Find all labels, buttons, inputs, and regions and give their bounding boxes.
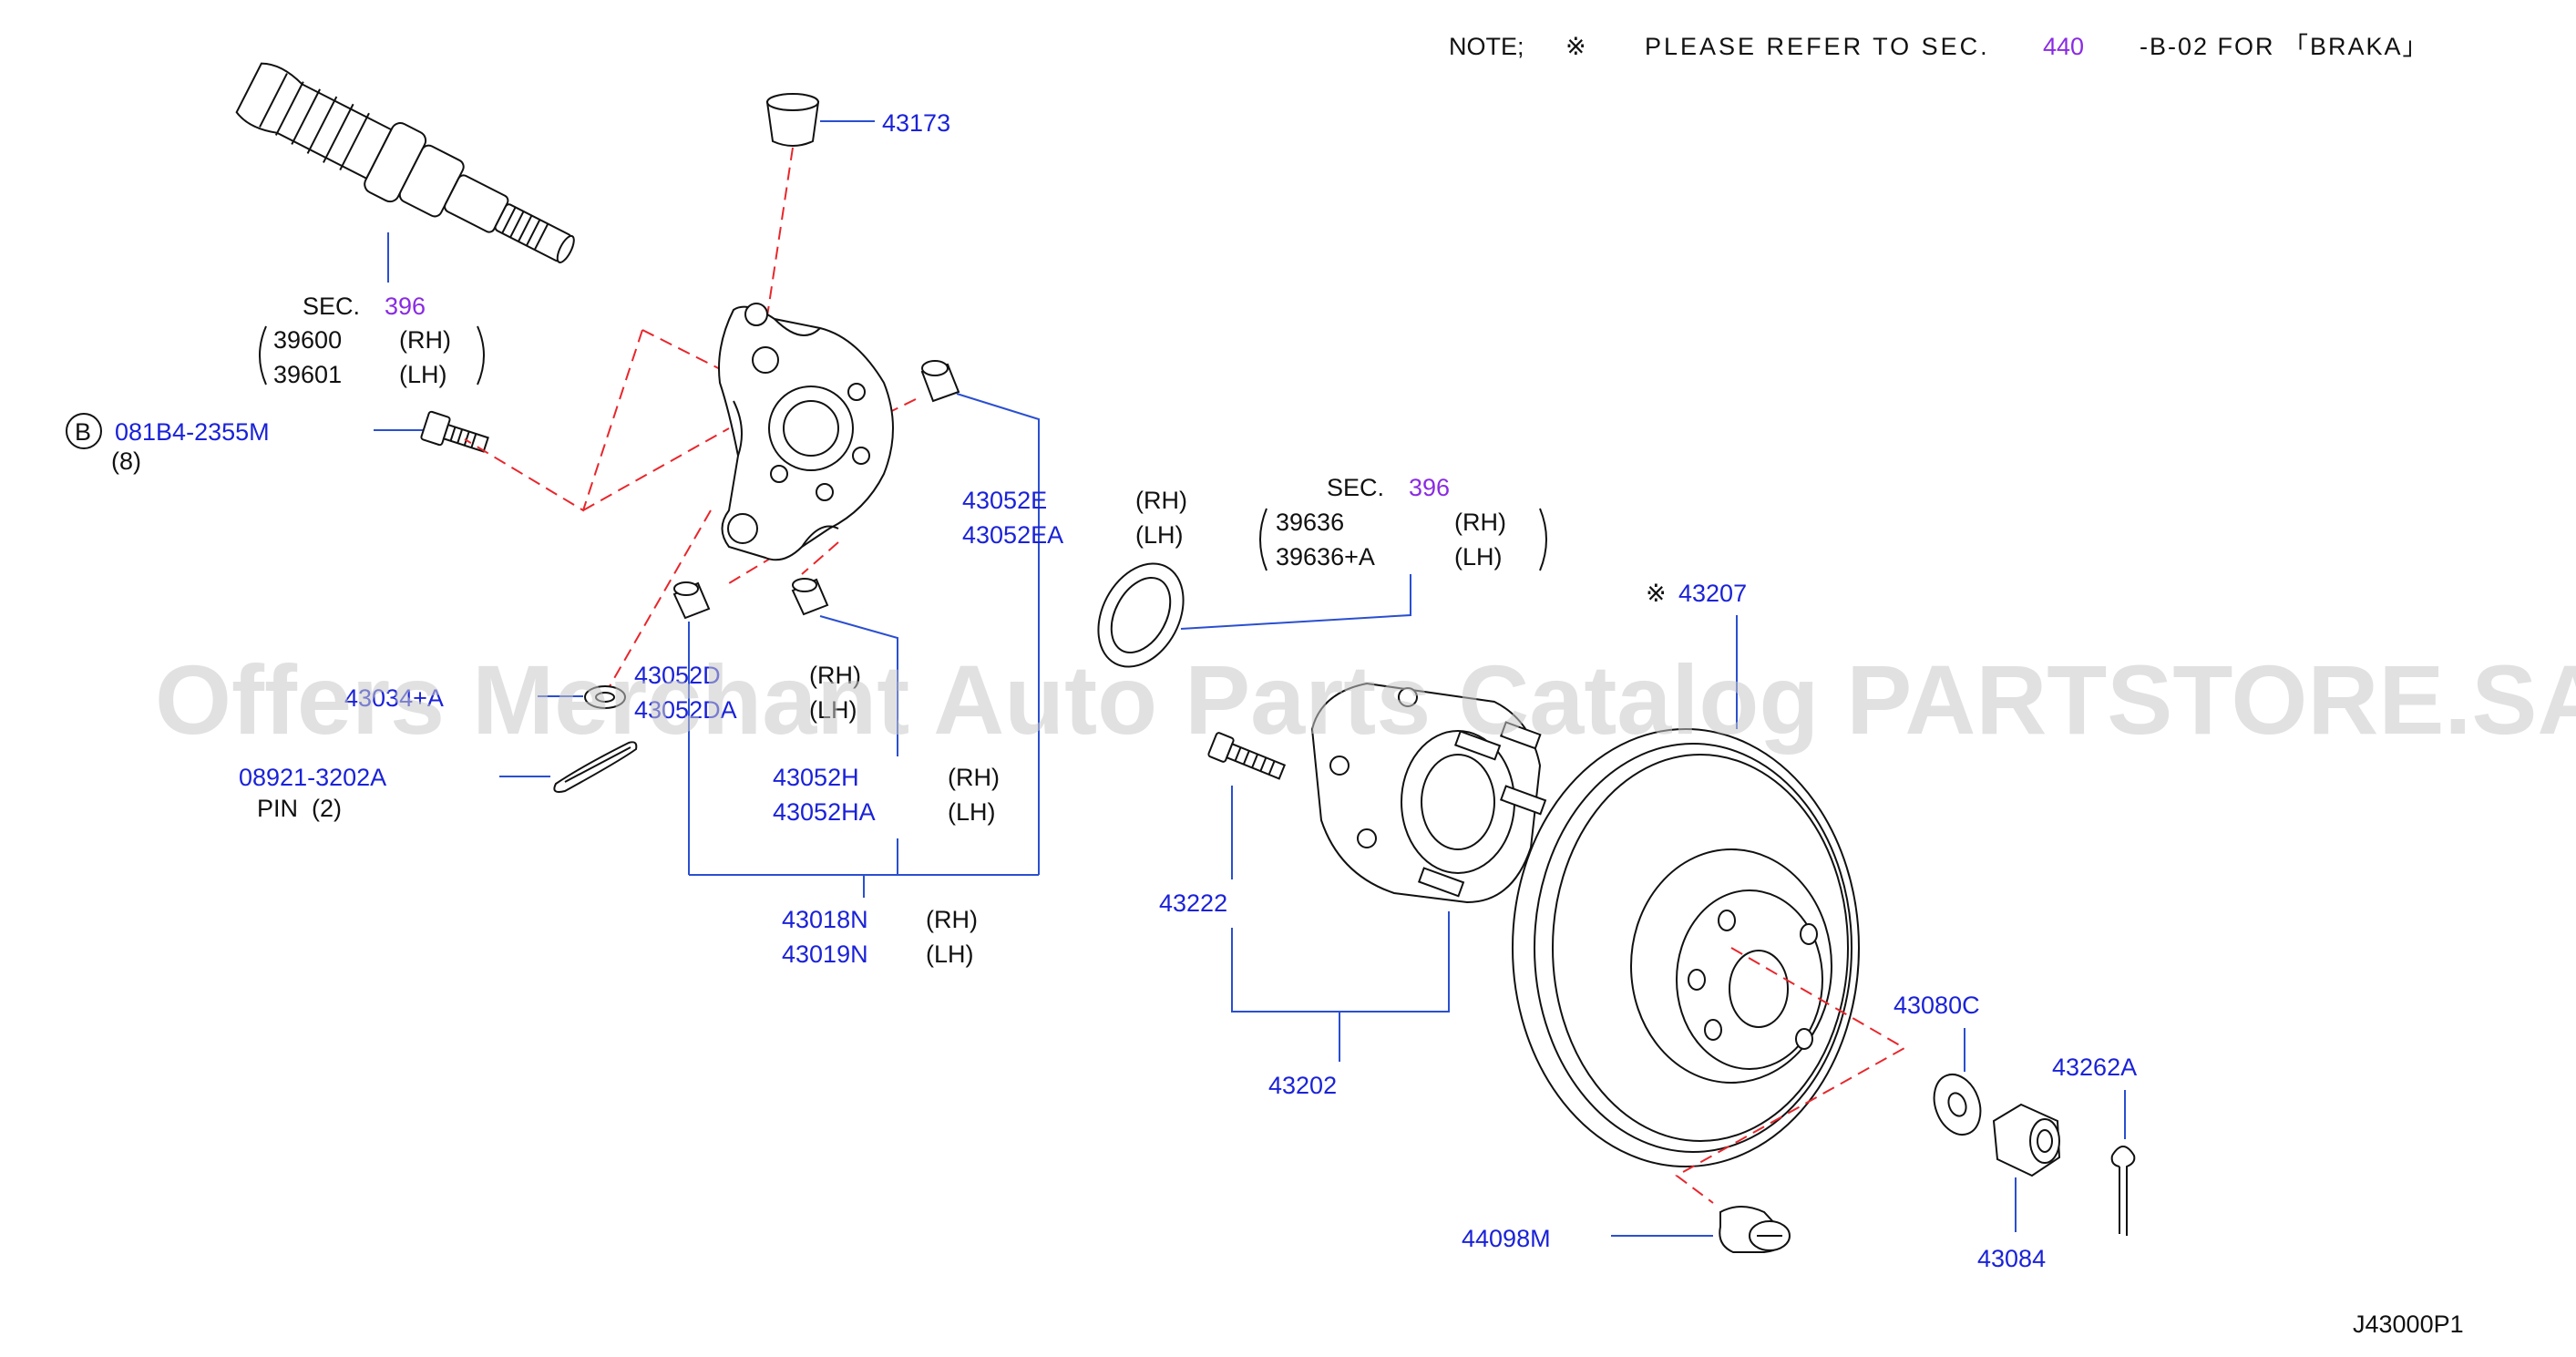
part-43207[interactable]: 43207: [1678, 580, 1747, 607]
axis-43052e: [856, 398, 917, 429]
note-sec-link[interactable]: 440: [2043, 33, 2084, 60]
bushing-43173-drawing[interactable]: [765, 93, 820, 147]
part-39636-side: (RH): [1454, 509, 1506, 536]
part-43084[interactable]: 43084: [1977, 1245, 2046, 1272]
part-43262a[interactable]: 43262A: [2052, 1054, 2137, 1081]
part-43173[interactable]: 43173: [882, 109, 950, 137]
part-43052da-side: (LH): [809, 696, 857, 724]
seal-leader: [1180, 574, 1411, 630]
part-43052ha-side: (LH): [948, 798, 996, 826]
bushing-43052h-leader: [819, 615, 898, 756]
bushing-43052e-leader: [956, 393, 1040, 875]
seal-sec-link[interactable]: 396: [1409, 474, 1450, 501]
plug-44098m-drawing[interactable]: [1719, 1206, 1791, 1253]
axis-43034: [605, 509, 712, 694]
bolt-type-circle: [66, 413, 102, 449]
part-43018n-side: (RH): [926, 906, 978, 933]
brake-rotor-43207-drawing[interactable]: [1512, 728, 1860, 1167]
drive-shaft-drawing[interactable]: [231, 54, 588, 286]
part-43052h[interactable]: 43052H: [773, 764, 859, 791]
pin-qty: (2): [312, 795, 342, 822]
bolt-081b4-drawing[interactable]: [420, 410, 490, 458]
part-43052ea[interactable]: 43052EA: [962, 521, 1063, 549]
part-43052ea-side: (LH): [1135, 521, 1184, 549]
bracket-right-close: [1539, 508, 1547, 571]
diagram-code: J43000P1: [2353, 1311, 2464, 1338]
part-39601[interactable]: 39601: [273, 361, 342, 388]
note-text-a: PLEASE REFER TO SEC.: [1645, 33, 1990, 60]
part-43052d-side: (RH): [809, 662, 861, 689]
part-43019n[interactable]: 43019N: [782, 941, 868, 968]
shaft-sec-link[interactable]: 396: [385, 293, 426, 320]
axis-43173: [765, 147, 794, 329]
note-prefix: NOTE;: [1449, 33, 1524, 60]
washer-43034a-drawing[interactable]: [584, 685, 626, 709]
bracket-left-close: [477, 325, 485, 386]
part-43034a[interactable]: 43034+A: [344, 684, 444, 712]
part-43052h-side: (RH): [948, 764, 1000, 791]
nut-43084-drawing[interactable]: [1992, 1103, 2061, 1177]
shaft-sec-label: SEC.: [303, 293, 360, 320]
part-43019n-side: (LH): [926, 941, 974, 968]
bolt-type-letter: B: [75, 418, 91, 446]
part-08921-3202a[interactable]: 08921-3202A: [239, 764, 386, 791]
part-44098m[interactable]: 44098M: [1462, 1225, 1551, 1252]
part-43052e-side: (RH): [1135, 487, 1187, 514]
part-43080c[interactable]: 43080C: [1894, 992, 1980, 1019]
rotor-note-mark: ※: [1646, 580, 1667, 607]
axis-rotor: [1675, 947, 1907, 1204]
part-39600-side: (RH): [399, 326, 451, 354]
part-39601-side: (LH): [399, 361, 447, 388]
bushing-43052h-drawing[interactable]: [791, 578, 829, 616]
bracket-right-open: [1259, 508, 1267, 571]
steering-knuckle-drawing[interactable]: [718, 303, 894, 561]
part-081b4-2355m[interactable]: 081B4-2355M: [115, 418, 270, 446]
part-43222[interactable]: 43222: [1159, 889, 1227, 917]
washer-43080c-drawing[interactable]: [1926, 1068, 1988, 1141]
part-43018n[interactable]: 43018N: [782, 906, 868, 933]
note-symbol: ※: [1565, 33, 1586, 60]
cotter-pin-43262a-drawing[interactable]: [2110, 1146, 2136, 1236]
part-081b4-qty: (8): [111, 447, 141, 475]
part-39636a[interactable]: 39636+A: [1276, 543, 1375, 571]
hub-bolt-43222-drawing[interactable]: [1207, 732, 1287, 784]
axis-bolts: [464, 329, 748, 512]
hub-bracket: [1231, 911, 1450, 1013]
part-43052d[interactable]: 43052D: [634, 662, 721, 689]
part-39636[interactable]: 39636: [1276, 509, 1344, 536]
pin-label: PIN: [257, 795, 298, 822]
axis-lower-bushings: [728, 541, 839, 584]
hub-assembly-43202-drawing[interactable]: [1310, 682, 1547, 904]
bracket-left-open: [259, 325, 267, 386]
part-43052da[interactable]: 43052DA: [634, 696, 737, 724]
watermark-text: Offers Merchant Auto Parts Catalog PARTS…: [155, 644, 2576, 755]
cotter-pin-08921-drawing[interactable]: [553, 741, 638, 793]
note-text-b: -B-02 FOR 「BRAKA」: [2140, 33, 2429, 60]
part-39600[interactable]: 39600: [273, 326, 342, 354]
bushing-43052d-drawing[interactable]: [672, 581, 711, 620]
seal-sec-label: SEC.: [1327, 474, 1384, 501]
part-43052ha[interactable]: 43052HA: [773, 798, 876, 826]
part-39636a-side: (LH): [1454, 543, 1503, 571]
part-43052e[interactable]: 43052E: [962, 487, 1047, 514]
seal-39636-drawing[interactable]: [1082, 549, 1201, 681]
part-43202[interactable]: 43202: [1268, 1072, 1337, 1099]
bushing-43052e-drawing[interactable]: [920, 360, 960, 403]
